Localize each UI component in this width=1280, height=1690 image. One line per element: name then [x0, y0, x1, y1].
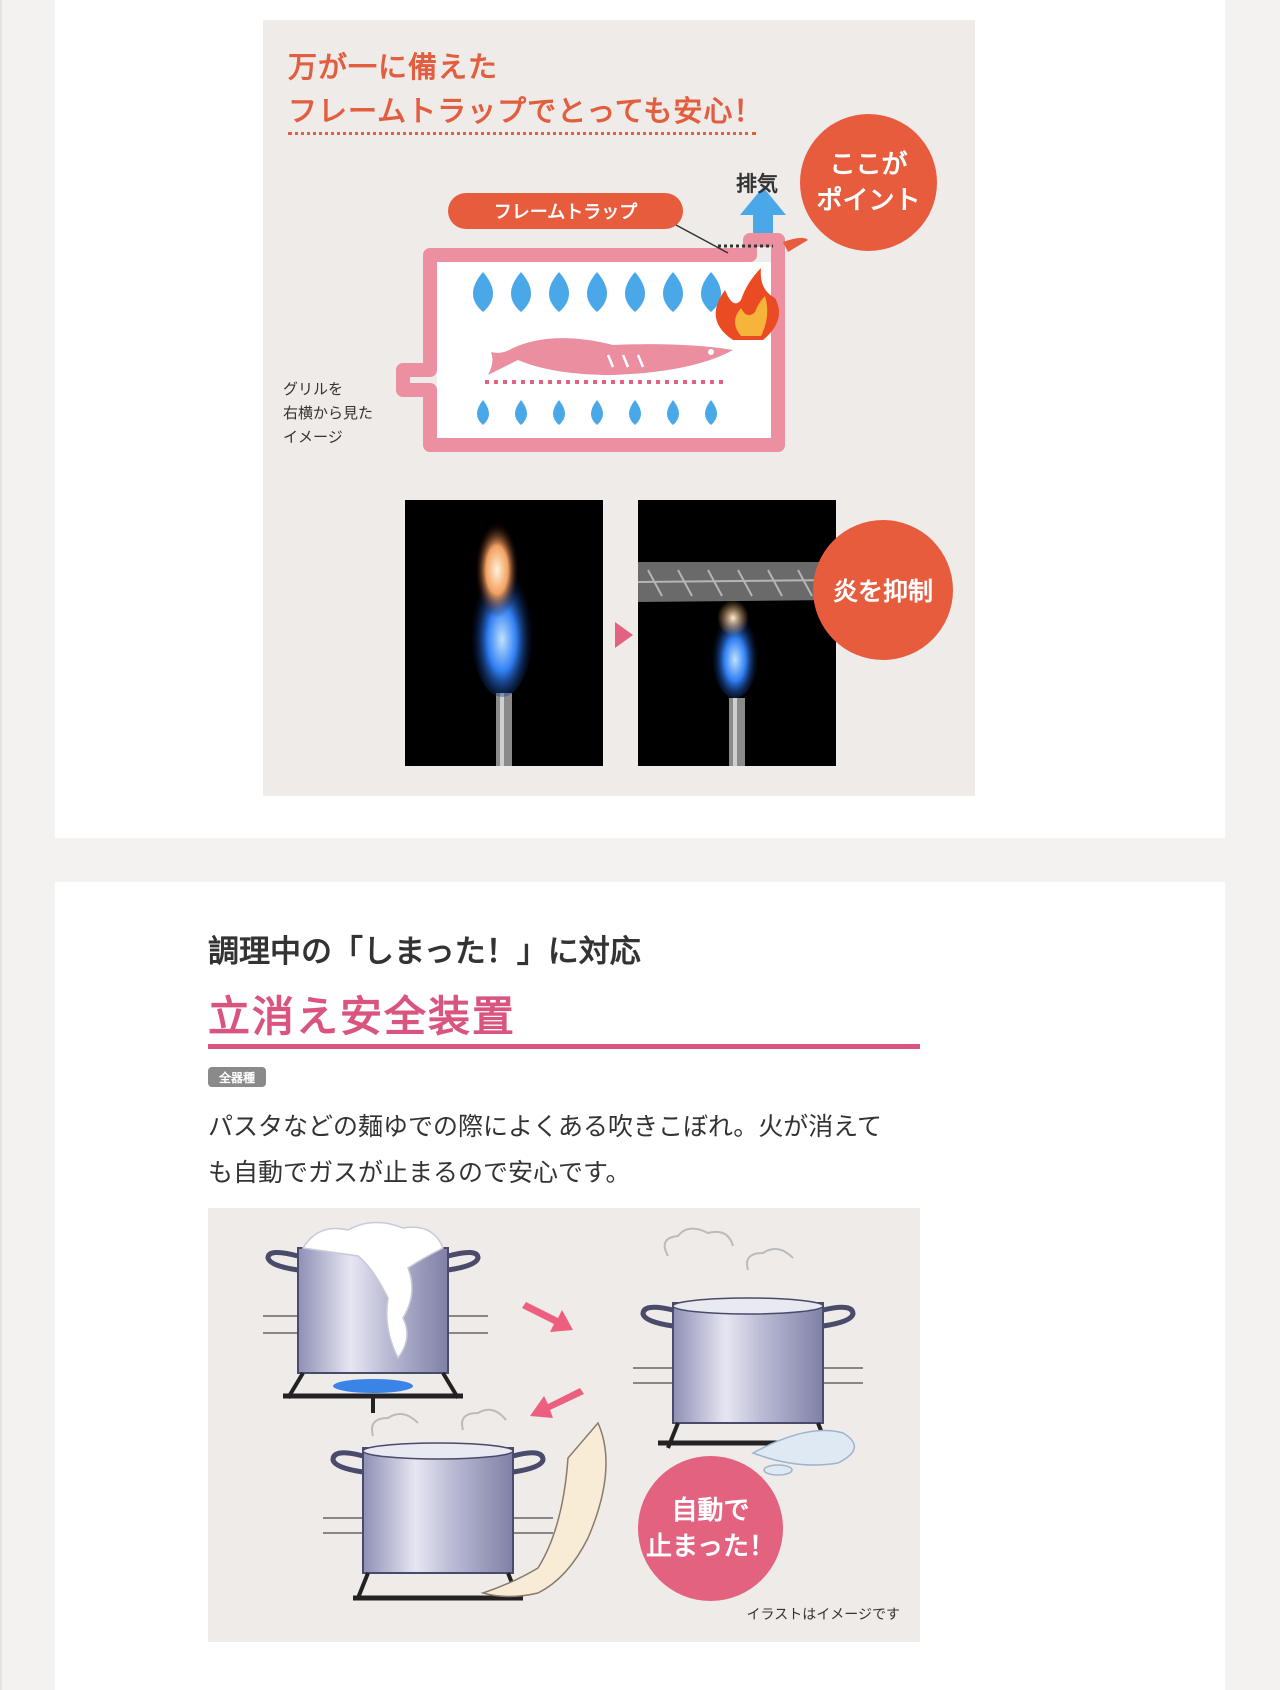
pot-overflowed-icon	[633, 1227, 863, 1476]
side-view-note-line1: グリルを	[283, 380, 344, 398]
grill-diagram	[396, 187, 808, 452]
photo-flame-suppressed	[638, 500, 836, 766]
auto-stop-bubble-line1: 自動で	[671, 1495, 750, 1526]
suppress-bubble: 炎を抑制	[813, 520, 953, 660]
point-bubble-line2: ポイント	[816, 185, 921, 216]
trap-fire-icon	[715, 268, 779, 340]
fish-icon	[488, 338, 733, 375]
point-bubble: ここが ポイント	[800, 114, 937, 251]
heading-dotted-divider	[288, 132, 756, 135]
boilover-illustration-panel: 自動で 止まった！ イラストはイメージです	[208, 1208, 920, 1642]
flame-trap-card: 万が一に備えた フレームトラップでとっても安心！	[55, 0, 1225, 838]
exhaust-label: 排気	[736, 172, 778, 196]
flame-trap-heading-line1: 万が一に備えた	[288, 50, 499, 84]
point-bubble-line1: ここが	[829, 149, 908, 180]
section-body-line2: も自動でガスが止まるので安心です。	[208, 1158, 631, 1187]
section-title: 立消え安全装置	[208, 992, 517, 1041]
flow-arrows-icon	[522, 1302, 584, 1418]
flame-trap-heading-line2: フレームトラップでとっても安心！	[288, 94, 764, 128]
pot-boiling-over-icon	[263, 1221, 488, 1413]
side-view-note-line2: 右横から見た	[283, 404, 374, 422]
side-view-note: グリルを 右横から見た イメージ	[283, 377, 373, 449]
auto-stop-bubble-line2: 止まった！	[646, 1531, 775, 1562]
exhaust-arrow-icon	[740, 187, 786, 233]
photo-flame-before	[405, 500, 603, 766]
section-body: パスタなどの麺ゆでの際によくある吹きこぼれ。火が消えて も自動でガスが止まるので…	[208, 1104, 928, 1196]
lower-burner-flames-icon	[477, 400, 717, 425]
bubble-tail	[783, 237, 808, 252]
upper-burner-flames-icon	[473, 272, 721, 312]
side-view-note-line3: イメージ	[283, 428, 343, 446]
transition-arrow-icon	[615, 622, 633, 648]
all-models-badge: 全器種	[208, 1067, 266, 1087]
auto-stop-bubble: 自動で 止まった！	[638, 1456, 783, 1601]
flame-trap-panel: 万が一に備えた フレームトラップでとっても安心！	[263, 20, 975, 796]
section-body-line1: パスタなどの麺ゆでの際によくある吹きこぼれ。火が消えて	[208, 1112, 883, 1141]
title-underline	[208, 1044, 920, 1049]
pot-safe-icon	[323, 1408, 607, 1601]
flame-trap-label: フレームトラップ	[448, 193, 683, 229]
section-subtitle: 調理中の「しまった！」に対応	[208, 934, 641, 970]
boilover-illustration	[263, 1221, 863, 1601]
illustration-note: イラストはイメージです	[746, 1607, 900, 1623]
